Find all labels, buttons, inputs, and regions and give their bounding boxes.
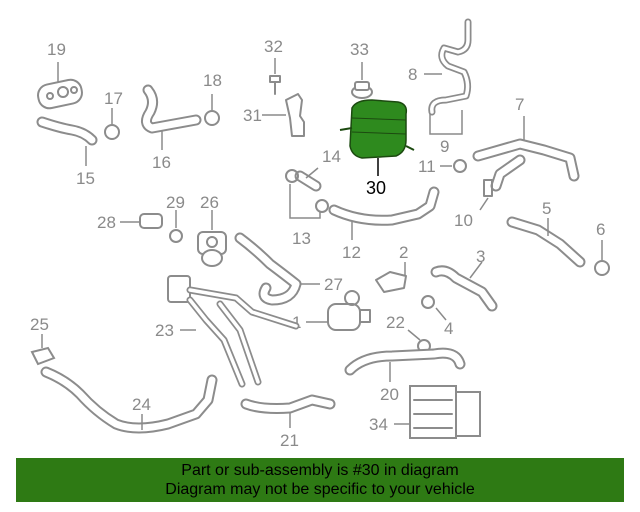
callout-16: 16 bbox=[152, 153, 171, 172]
callout-29: 29 bbox=[166, 193, 185, 212]
part-34-module[interactable] bbox=[409, 385, 481, 439]
part-24-hose[interactable] bbox=[40, 366, 218, 434]
callout-25: 25 bbox=[30, 315, 49, 334]
callout-24: 24 bbox=[132, 395, 151, 414]
part-21-hose[interactable] bbox=[240, 394, 336, 414]
callout-9: 9 bbox=[440, 137, 449, 156]
part-13-clamp-b[interactable] bbox=[315, 199, 329, 213]
part-16-hose[interactable] bbox=[141, 84, 202, 134]
part-27-hose[interactable] bbox=[234, 232, 302, 306]
parts-diagram: 19 15 17 16 18 32 31 33 30 bbox=[30, 18, 610, 450]
part-32-bolt[interactable] bbox=[269, 75, 281, 95]
part-19-gasket[interactable] bbox=[36, 78, 84, 111]
callout-22: 22 bbox=[386, 313, 405, 332]
part-2-bracket[interactable] bbox=[375, 271, 407, 293]
callout-28: 28 bbox=[97, 213, 116, 232]
part-12-hose[interactable] bbox=[328, 186, 440, 226]
callout-18: 18 bbox=[203, 71, 222, 90]
part-33-cap[interactable] bbox=[351, 81, 373, 99]
callout-6: 6 bbox=[596, 220, 605, 239]
part-6-clamp[interactable] bbox=[594, 260, 610, 276]
callout-33: 33 bbox=[350, 40, 369, 59]
info-banner: Part or sub-assembly is #30 in diagram D… bbox=[16, 458, 624, 502]
callout-4: 4 bbox=[444, 319, 453, 338]
banner-line-2: Diagram may not be specific to your vehi… bbox=[165, 481, 475, 498]
callout-11: 11 bbox=[418, 157, 436, 176]
part-13-clamp-a[interactable] bbox=[285, 169, 299, 183]
part-17-clamp[interactable] bbox=[104, 124, 120, 140]
callout-7: 7 bbox=[515, 95, 524, 114]
callout-12: 12 bbox=[342, 243, 361, 262]
part-28-connector[interactable] bbox=[139, 213, 163, 229]
callout-26: 26 bbox=[200, 193, 219, 212]
part-5-hose[interactable] bbox=[506, 216, 586, 268]
callout-2: 2 bbox=[399, 243, 408, 262]
part-25-fitting[interactable] bbox=[30, 346, 56, 366]
part-26-pump[interactable] bbox=[197, 231, 227, 267]
part-11-clamp[interactable] bbox=[453, 159, 467, 173]
callout-13: 13 bbox=[292, 229, 311, 248]
part-10-fitting[interactable] bbox=[483, 179, 493, 197]
callout-10: 10 bbox=[454, 211, 473, 230]
part-15-hose[interactable] bbox=[36, 116, 98, 146]
part-7-hose[interactable] bbox=[472, 138, 580, 192]
part-31-bracket[interactable] bbox=[285, 93, 305, 137]
callout-21: 21 bbox=[280, 431, 299, 450]
part-23-pipe-assembly[interactable] bbox=[167, 275, 300, 388]
callout-23: 23 bbox=[155, 321, 174, 340]
part-4-clamp[interactable] bbox=[421, 295, 435, 309]
part-8-pipe[interactable] bbox=[428, 18, 472, 116]
part-30-coolant-reservoir[interactable] bbox=[339, 99, 415, 159]
callout-5: 5 bbox=[542, 199, 551, 218]
callout-34: 34 bbox=[369, 415, 388, 434]
part-18-clamp[interactable] bbox=[204, 110, 220, 126]
callout-27: 27 bbox=[324, 275, 343, 294]
callout-30: 30 bbox=[366, 178, 386, 198]
callout-3: 3 bbox=[476, 247, 485, 266]
part-3-hose[interactable] bbox=[430, 265, 498, 312]
part-29-clamp[interactable] bbox=[169, 229, 183, 243]
callout-31: 31 bbox=[243, 106, 262, 125]
callout-15: 15 bbox=[76, 169, 95, 188]
callout-20: 20 bbox=[380, 385, 399, 404]
callout-1: 1 bbox=[292, 313, 301, 332]
callout-19: 19 bbox=[47, 40, 66, 59]
callout-8: 8 bbox=[408, 65, 417, 84]
part-14-hose[interactable] bbox=[294, 170, 322, 192]
callout-17: 17 bbox=[104, 89, 123, 108]
callout-14: 14 bbox=[322, 147, 341, 166]
callout-32: 32 bbox=[264, 37, 283, 56]
part-1-water-pump[interactable] bbox=[327, 290, 371, 331]
banner-line-1: Part or sub-assembly is #30 in diagram bbox=[181, 462, 459, 479]
part-20-hose[interactable] bbox=[344, 347, 466, 376]
